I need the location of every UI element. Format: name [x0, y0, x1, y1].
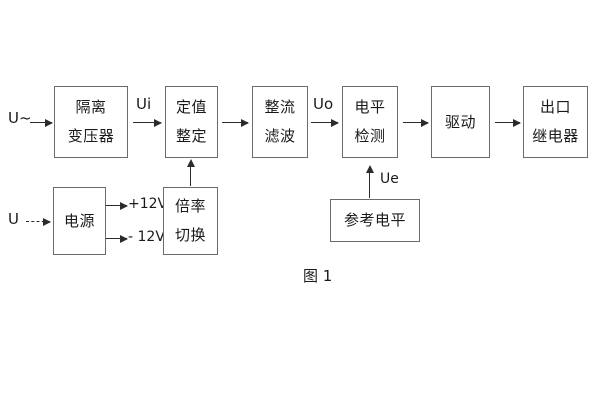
- rail-label-positive: +12V: [128, 196, 168, 212]
- arrow-setpoint-adjust-to-rectify-filter: [222, 118, 249, 127]
- block-output-relay-line-1: 出口: [539, 98, 571, 116]
- block-driver: 驱动: [431, 86, 490, 158]
- signal-label-uo: Uo: [313, 95, 334, 113]
- block-level-detect-line-2: 检测: [354, 127, 386, 145]
- block-rectify-filter: 整流 滤波: [252, 86, 308, 158]
- block-multiplier-switch-line-1: 倍率: [174, 197, 206, 215]
- arrow-isolation-transformer-to-setpoint-adjust: [133, 118, 162, 127]
- arrow-driver-to-output-relay: [495, 118, 521, 127]
- arrow-rectify-filter-to-level-detect: [311, 118, 339, 127]
- block-setpoint-adjust-line-2: 整定: [175, 127, 207, 145]
- block-output-relay-line-2: 继电器: [532, 127, 579, 145]
- block-level-detect: 电平 检测: [342, 86, 398, 158]
- block-output-relay: 出口 继电器: [523, 86, 588, 158]
- block-power-supply-line-1: 电源: [63, 211, 95, 230]
- arrow-power-supply-rail-positive: [106, 201, 128, 210]
- arrow-level-detect-to-driver: [403, 118, 429, 127]
- block-multiplier-switch: 倍率 切换: [163, 187, 218, 255]
- block-power-supply: 电源: [53, 187, 106, 255]
- block-level-detect-line-1: 电平: [354, 98, 386, 116]
- input-label-dc: U: [8, 210, 19, 228]
- block-reference-level: 参考电平: [330, 199, 420, 242]
- block-rectify-filter-line-1: 整流: [264, 98, 296, 116]
- block-multiplier-switch-line-2: 切换: [174, 226, 206, 244]
- arrow-input-ac-to-isolation-transformer: [30, 118, 53, 127]
- arrow-multiplier-switch-to-setpoint-adjust: [186, 159, 195, 186]
- block-isolation-transformer: 隔离 变压器: [54, 86, 128, 158]
- block-driver-line-1: 驱动: [444, 112, 476, 131]
- signal-label-ui: Ui: [136, 95, 152, 113]
- block-isolation-transformer-line-2: 变压器: [67, 127, 115, 145]
- block-rectify-filter-line-2: 滤波: [264, 127, 296, 145]
- arrow-input-dc-to-power-supply: [26, 217, 51, 226]
- arrow-reference-level-to-level-detect: [365, 165, 374, 198]
- arrow-power-supply-rail-negative: [106, 234, 128, 243]
- figure-caption: 图 1: [303, 267, 333, 285]
- block-isolation-transformer-line-1: 隔离: [75, 98, 107, 116]
- block-setpoint-adjust-line-1: 定值: [175, 98, 207, 116]
- block-setpoint-adjust: 定值 整定: [165, 86, 218, 158]
- signal-label-ue: Ue: [380, 171, 399, 187]
- block-reference-level-line-1: 参考电平: [343, 211, 406, 229]
- rail-label-negative: - 12V: [128, 229, 165, 245]
- input-label-ac: U~: [8, 109, 32, 127]
